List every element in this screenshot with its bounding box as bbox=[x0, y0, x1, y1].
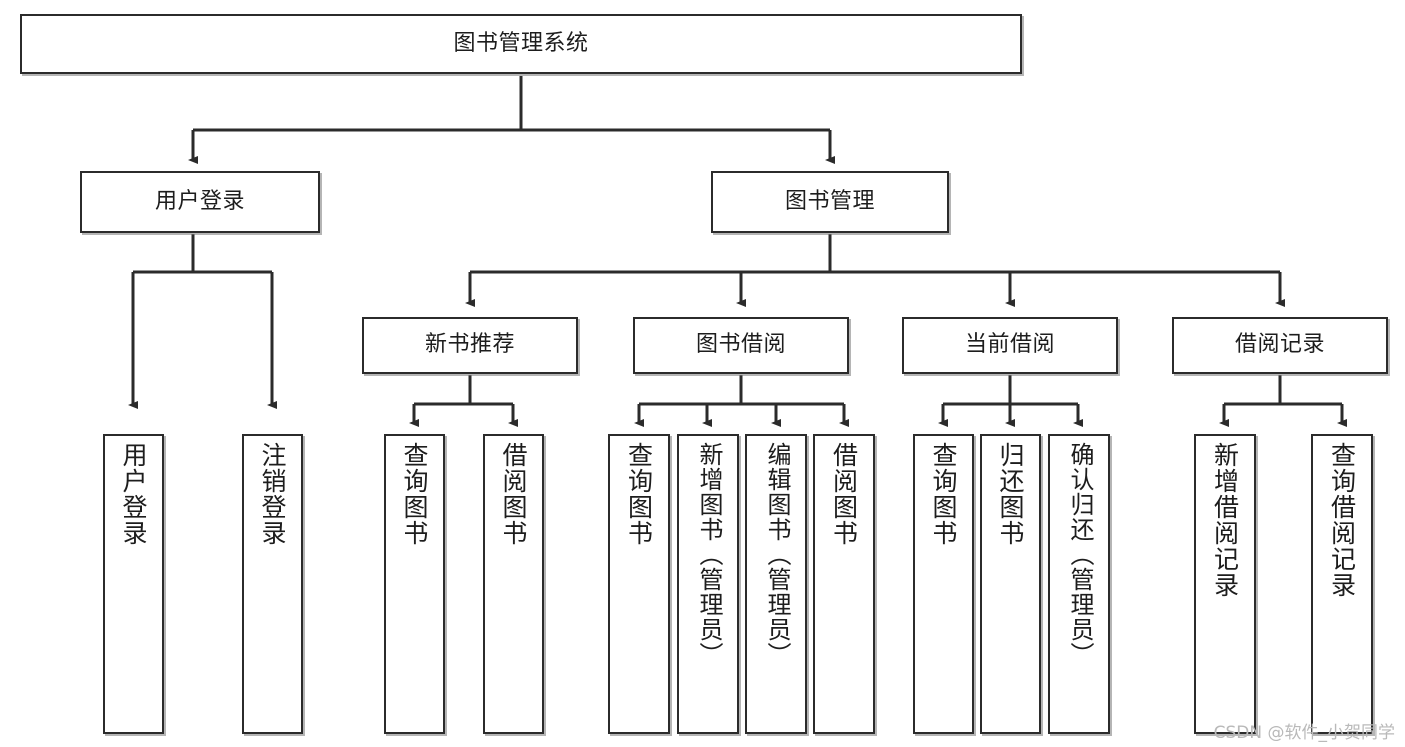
node-leaf-query-record[interactable]: 查询借阅记录 bbox=[1311, 434, 1373, 734]
node-leaf-query-record-label: 查询借阅记录 bbox=[1327, 442, 1357, 598]
node-leaf-query-book-3-label: 查询图书 bbox=[929, 442, 958, 546]
node-new-book-rec-label: 新书推荐 bbox=[424, 332, 515, 358]
node-leaf-add-record-label: 新增借阅记录 bbox=[1210, 442, 1240, 598]
node-root[interactable]: 图书管理系统 bbox=[20, 14, 1022, 74]
node-leaf-query-book-1[interactable]: 查询图书 bbox=[384, 434, 445, 734]
node-book-borrow-label: 图书借阅 bbox=[695, 332, 786, 358]
node-leaf-query-book-1-label: 查询图书 bbox=[400, 442, 429, 546]
node-leaf-user-login-label: 用户登录 bbox=[119, 442, 148, 546]
node-root-label: 图书管理系统 bbox=[453, 30, 589, 56]
node-book-manage-label: 图书管理 bbox=[784, 188, 875, 214]
node-leaf-logout-label: 注销登录 bbox=[258, 442, 287, 546]
node-leaf-edit-book-label: 编辑图书（管理员） bbox=[762, 442, 791, 667]
node-borrow-record[interactable]: 借阅记录 bbox=[1172, 317, 1388, 374]
node-leaf-add-book[interactable]: 新增图书（管理员） bbox=[677, 434, 739, 734]
node-leaf-confirm-return-label: 确认归还（管理员） bbox=[1065, 442, 1094, 667]
node-book-borrow[interactable]: 图书借阅 bbox=[633, 317, 849, 374]
node-current-borrow-label: 当前借阅 bbox=[964, 332, 1055, 358]
node-book-manage[interactable]: 图书管理 bbox=[711, 171, 949, 233]
node-leaf-borrow-book-1-label: 借阅图书 bbox=[499, 442, 528, 546]
node-user-login[interactable]: 用户登录 bbox=[80, 171, 320, 233]
node-borrow-record-label: 借阅记录 bbox=[1234, 332, 1325, 358]
node-leaf-query-book-2[interactable]: 查询图书 bbox=[608, 434, 670, 734]
node-leaf-return-book[interactable]: 归还图书 bbox=[980, 434, 1041, 734]
node-leaf-add-book-label: 新增图书（管理员） bbox=[694, 442, 723, 667]
node-leaf-confirm-return[interactable]: 确认归还（管理员） bbox=[1048, 434, 1110, 734]
node-user-login-label: 用户登录 bbox=[154, 188, 245, 214]
node-current-borrow[interactable]: 当前借阅 bbox=[902, 317, 1118, 374]
node-leaf-borrow-book-2-label: 借阅图书 bbox=[829, 442, 859, 546]
node-leaf-logout[interactable]: 注销登录 bbox=[242, 434, 303, 734]
node-leaf-user-login[interactable]: 用户登录 bbox=[103, 434, 164, 734]
node-leaf-query-book-2-label: 查询图书 bbox=[624, 442, 654, 546]
node-leaf-borrow-book-2[interactable]: 借阅图书 bbox=[813, 434, 875, 734]
node-new-book-rec[interactable]: 新书推荐 bbox=[362, 317, 578, 374]
node-leaf-borrow-book-1[interactable]: 借阅图书 bbox=[483, 434, 544, 734]
node-leaf-return-book-label: 归还图书 bbox=[996, 442, 1025, 546]
node-leaf-add-record[interactable]: 新增借阅记录 bbox=[1194, 434, 1256, 734]
node-leaf-query-book-3[interactable]: 查询图书 bbox=[913, 434, 974, 734]
node-leaf-edit-book[interactable]: 编辑图书（管理员） bbox=[745, 434, 807, 734]
